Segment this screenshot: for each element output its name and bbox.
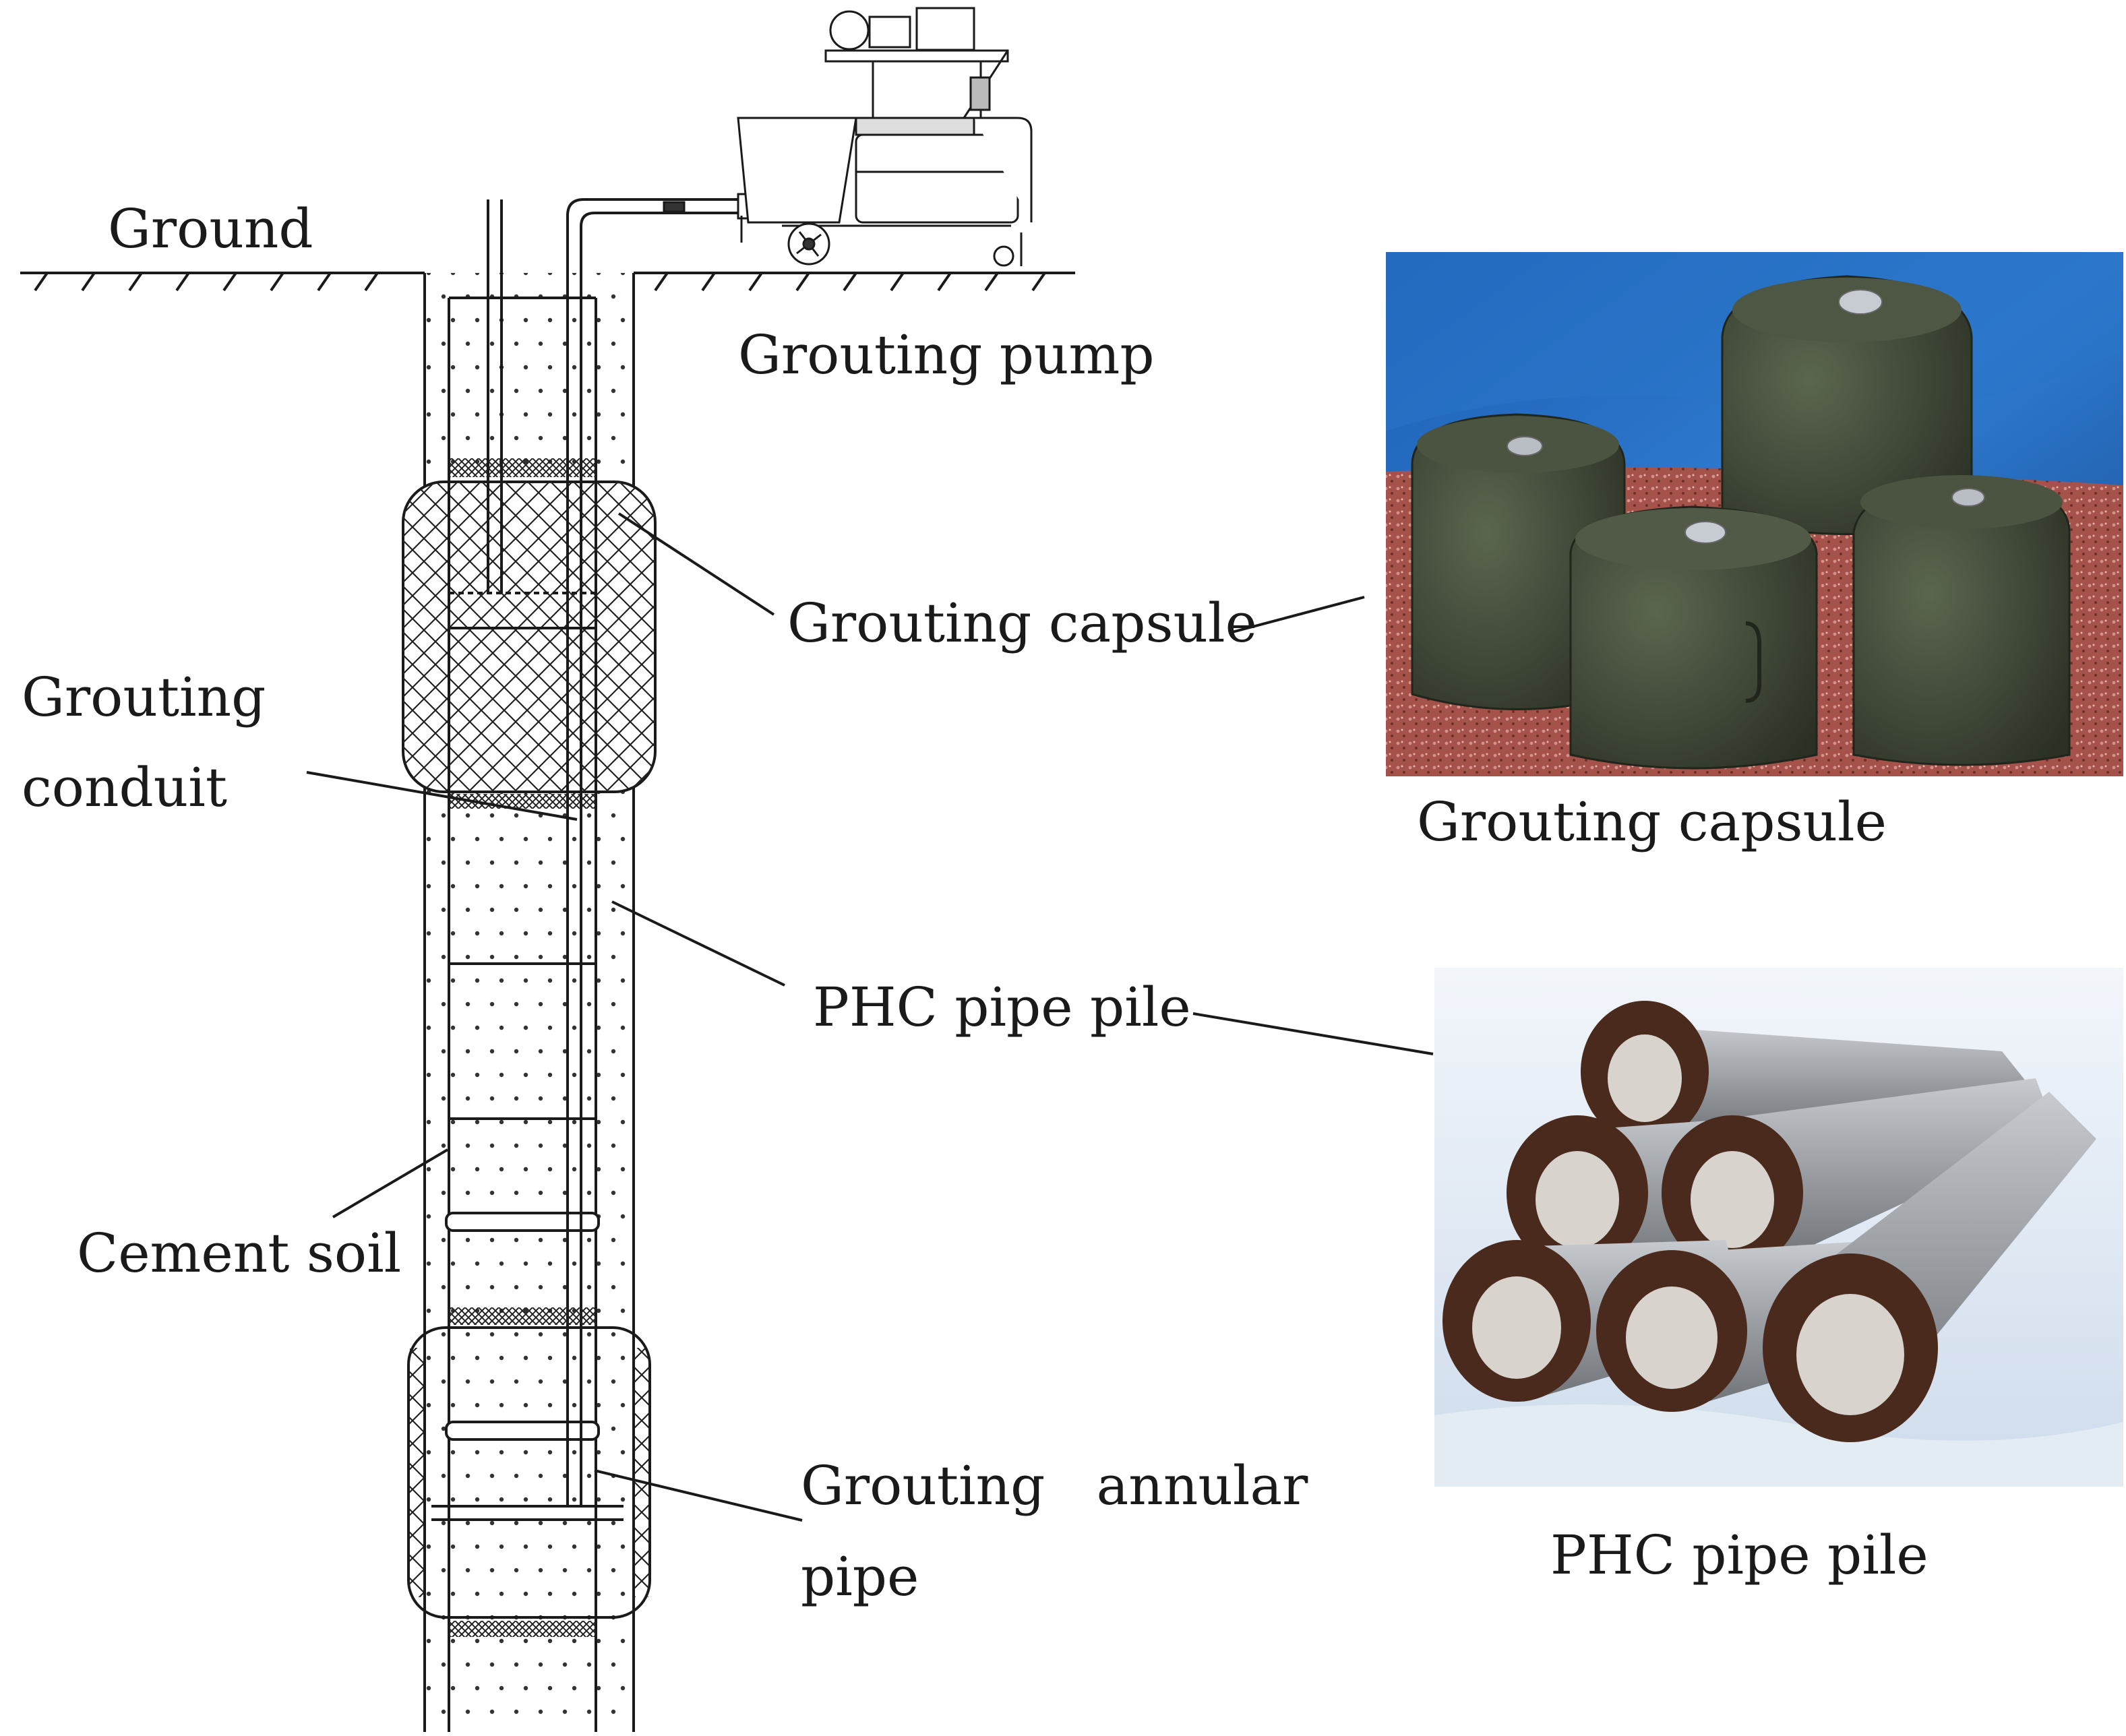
capsule-drum (1721, 275, 1973, 535)
grouting-capsule-lower (407, 1307, 651, 1637)
ground-label: Ground (108, 197, 313, 260)
capsule-drum (1569, 505, 1818, 770)
ground-surface (20, 272, 1075, 292)
pile-tube (1662, 1078, 2056, 1270)
grouting-conduit-label-line1: Grouting (22, 666, 266, 728)
capsule-photo-caption: Grouting capsule (1417, 790, 1887, 853)
grouting-pump-machine (663, 7, 1033, 267)
pile-tube (1763, 1092, 2096, 1442)
grouting-conduit-label-line2: conduit (22, 756, 227, 819)
pile-tube (1581, 1001, 2029, 1142)
grouting-capsule-upper (402, 458, 657, 809)
grouting-annular-pipe-label-line2: pipe (801, 1545, 919, 1608)
phc-pipe-pile (445, 297, 600, 1732)
grouting-conduit (487, 198, 738, 1506)
capsule-drum (1852, 475, 2071, 766)
grouting-annular-pipe (431, 1505, 624, 1521)
cement-soil-label: Cement soil (77, 1222, 402, 1284)
pile-photo-caption: PHC pipe pile (1550, 1524, 1928, 1586)
grouting-annular-pipe-label-line1: Grouting annular (801, 1454, 1308, 1517)
grouting-pump-label: Grouting pump (738, 323, 1155, 386)
leader-lines (306, 512, 1434, 1522)
phc-pipe-pile-label: PHC pipe pile (813, 976, 1191, 1038)
grouting-capsule-label: Grouting capsule (787, 592, 1257, 654)
grouting-capsule-photo (1386, 252, 2123, 776)
phc-pipe-pile-photo (1434, 968, 2123, 1487)
